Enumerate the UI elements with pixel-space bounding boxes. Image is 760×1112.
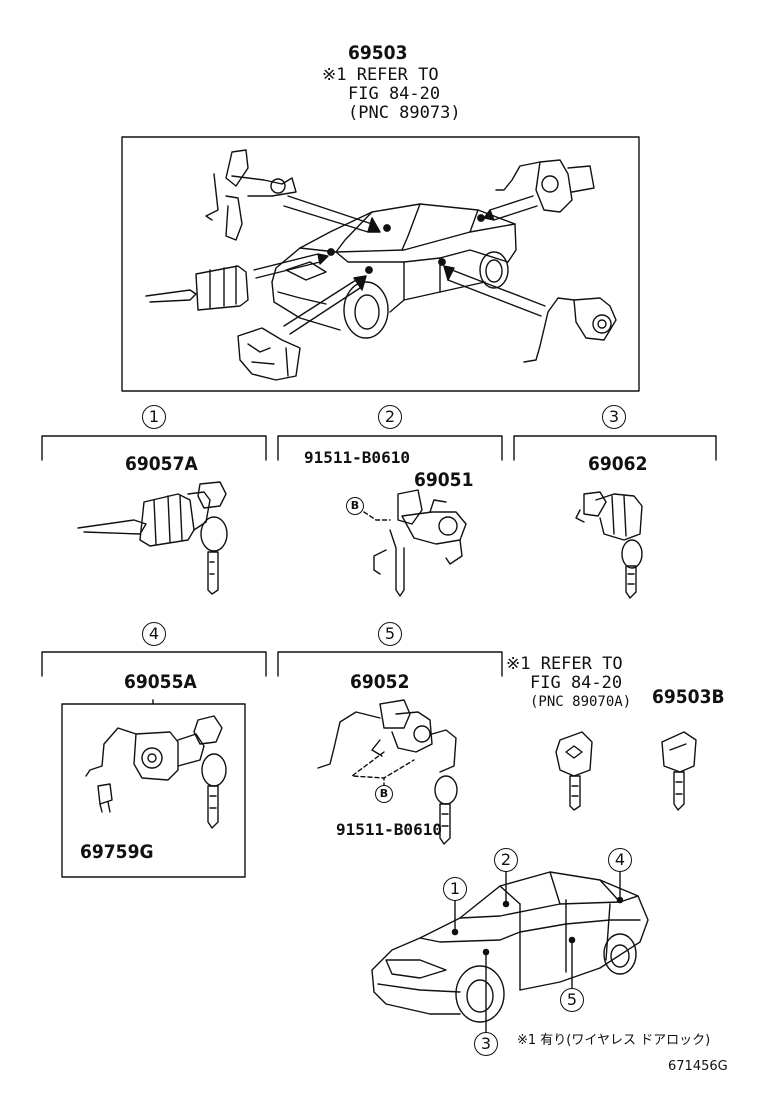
bolt-marker-b-group2: B	[346, 497, 364, 515]
group2-artwork	[363, 489, 467, 597]
group3-artwork	[575, 491, 643, 599]
section-index-2: 2	[378, 405, 402, 429]
figure-id: 671456G	[668, 1059, 728, 1074]
part-number-69055a: 69055A	[124, 671, 197, 693]
part-number-69062: 69062	[588, 453, 648, 475]
bracket-4	[41, 651, 267, 677]
part-number-69759g: 69759G	[80, 841, 154, 863]
overview-cylinder-left	[145, 265, 249, 311]
location-car	[371, 871, 649, 1023]
key-ref-line1: ※1 REFER TO	[506, 654, 623, 674]
key-remote-artwork	[555, 731, 593, 811]
group1-artwork	[77, 481, 228, 595]
car-callout-5: 5	[560, 988, 584, 1012]
car-callout-1: 1	[443, 877, 467, 901]
bolt-part-number-group2: 91511-B0610	[304, 448, 410, 467]
top-ref-line3: (PNC 89073)	[348, 103, 461, 123]
bracket-2	[277, 435, 503, 461]
part-number-69051: 69051	[414, 469, 474, 491]
key-ref-line3: (PNC 89070A)	[530, 694, 632, 710]
overview-frame	[121, 136, 640, 392]
bracket-3	[513, 435, 717, 461]
part-number-69052: 69052	[350, 671, 410, 693]
part-number-69503b: 69503B	[652, 686, 725, 708]
top-ref-line2: FIG 84-20	[348, 84, 441, 104]
bracket-1	[41, 435, 267, 461]
section-index-4: 4	[142, 622, 166, 646]
overview-lock-top-left	[205, 149, 297, 241]
overview-lock-top-right	[495, 159, 595, 213]
footnote: ※1 有り(ワイヤレス ドアロック)	[517, 1033, 711, 1048]
top-ref-line1: ※1 REFER TO	[322, 65, 439, 85]
car-callout-2: 2	[494, 848, 518, 872]
section-index-5: 5	[378, 622, 402, 646]
top-part-number: 69503	[348, 42, 408, 64]
key-ref-line2: FIG 84-20	[530, 673, 623, 693]
bracket-5	[277, 651, 503, 677]
bolt-part-number-group5: 91511-B0610	[336, 820, 442, 839]
key-blank-artwork	[661, 731, 697, 811]
section-index-1: 1	[142, 405, 166, 429]
overview-arrows	[253, 195, 546, 335]
overview-part-bottom-left	[237, 327, 301, 381]
car-callout-4: 4	[608, 848, 632, 872]
group5-artwork	[317, 699, 458, 845]
overview-car	[271, 203, 517, 339]
overview-lock-right	[523, 297, 617, 363]
bolt-marker-b-group5: B	[375, 785, 393, 803]
section-index-3: 3	[602, 405, 626, 429]
car-callout-3: 3	[474, 1032, 498, 1056]
part-number-69057a: 69057A	[125, 453, 198, 475]
group4-artwork	[85, 715, 227, 829]
